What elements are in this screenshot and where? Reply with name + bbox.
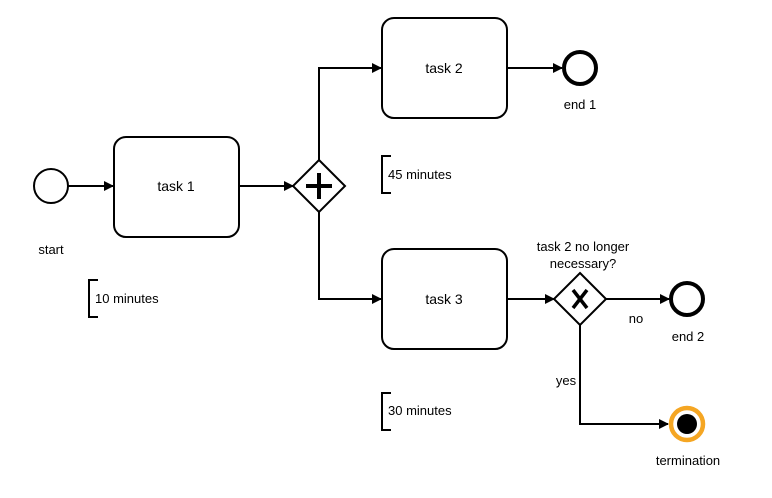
flow-yes-label: yes bbox=[556, 373, 577, 388]
start-label: start bbox=[38, 242, 64, 257]
annotation-bracket-2 bbox=[381, 155, 391, 194]
gateway-question-line-1: task 2 no longer bbox=[537, 239, 630, 254]
flow-gateway-task2[interactable] bbox=[318, 63, 382, 160]
annotation-30-minutes: 30 minutes bbox=[388, 403, 452, 418]
task-1-label: task 1 bbox=[157, 178, 195, 194]
task-2-label: task 2 bbox=[425, 60, 463, 76]
end-event-2[interactable] bbox=[669, 281, 705, 317]
flow-no-label: no bbox=[629, 311, 643, 326]
annotation-45-minutes: 45 minutes bbox=[388, 167, 452, 182]
flow-xor-termination[interactable] bbox=[579, 325, 669, 429]
end-2-label: end 2 bbox=[672, 329, 705, 344]
annotation-10-minutes: 10 minutes bbox=[95, 291, 159, 306]
exclusive-gateway-x-icon bbox=[571, 288, 589, 310]
start-event[interactable] bbox=[33, 168, 69, 204]
task-3-label: task 3 bbox=[425, 291, 463, 307]
end-1-label: end 1 bbox=[564, 97, 597, 112]
end-event-1[interactable] bbox=[562, 50, 598, 86]
termination-inner-dot bbox=[677, 414, 697, 434]
annotation-bracket-3 bbox=[381, 392, 391, 431]
parallel-gateway-plus-icon bbox=[306, 173, 332, 199]
gateway-question-line-2: necessary? bbox=[550, 256, 616, 271]
flow-gateway-task3[interactable] bbox=[318, 212, 382, 304]
annotation-bracket-1 bbox=[88, 279, 98, 318]
termination-label: termination bbox=[656, 453, 720, 468]
